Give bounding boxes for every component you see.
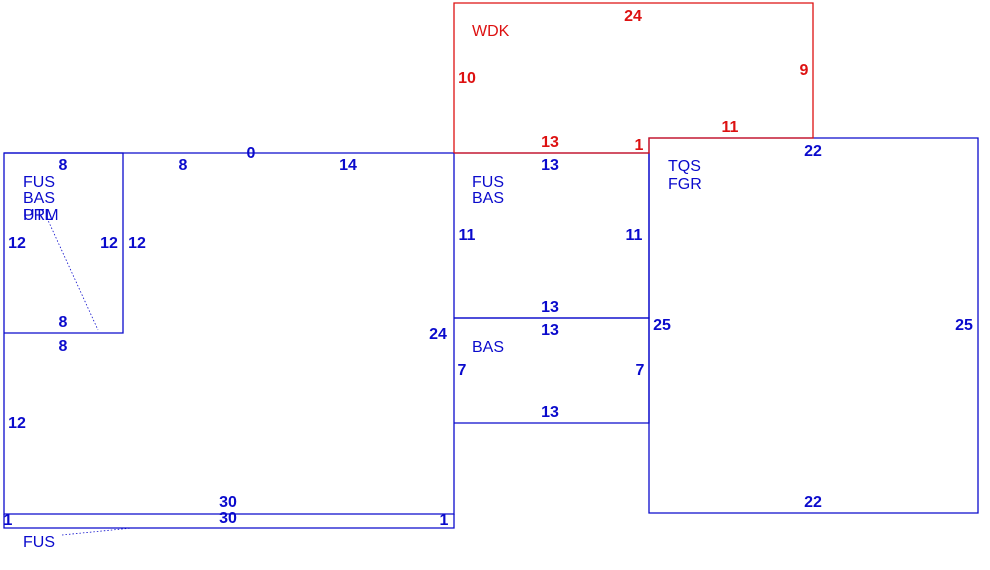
middle-fus-code: FUS xyxy=(472,174,504,191)
bottom-strip-left-dimension: 1 xyxy=(4,512,13,529)
main-area-bottom-dimension: 30 xyxy=(219,494,237,511)
bottom-strip-fus-code: FUS xyxy=(23,534,55,551)
main-area-left-lower-dimension: 12 xyxy=(8,415,26,432)
main-area-top-zero-dimension: 0 xyxy=(247,145,256,162)
small-area-outline xyxy=(4,152,124,334)
middle-fus-left-dimension: 11 xyxy=(459,227,476,244)
utility-leader-line xyxy=(46,217,99,331)
small-area-bas-code: BAS xyxy=(23,190,55,207)
small-area-bottom-inside-dimension: 8 xyxy=(59,314,68,331)
bottom-strip-top-dimension: 30 xyxy=(219,510,237,527)
deck-wdk-code: WDK xyxy=(472,23,510,40)
bottom-strip-right-dimension: 1 xyxy=(440,512,449,529)
deck-right-dimension: 9 xyxy=(800,62,809,79)
garage-outline xyxy=(648,137,979,514)
middle-bas-bottom-dimension: 13 xyxy=(541,404,559,421)
garage-bottom-dimension: 22 xyxy=(804,494,822,511)
middle-bas-code-upper: BAS xyxy=(472,190,504,207)
deck-top-dimension: 24 xyxy=(624,8,642,25)
small-area-left-dimension: 12 xyxy=(8,235,26,252)
middle-fus-right-dimension: 11 xyxy=(626,227,643,244)
small-area-fus-code: FUS xyxy=(23,174,55,191)
middle-bas-top-dimension: 13 xyxy=(541,322,559,339)
middle-bas-right-dimension: 7 xyxy=(636,362,645,379)
middle-bas-left-dimension: 7 xyxy=(458,362,467,379)
small-area-bottom-outside-dimension: 8 xyxy=(59,338,68,355)
main-area-right-dimension: 24 xyxy=(429,326,447,343)
small-area-overlap-code-b: PRM xyxy=(23,207,59,224)
small-area-overlap-code-a: UTL xyxy=(23,207,53,224)
deck-bottom-right-dimension: 11 xyxy=(722,119,739,136)
deck-left-dimension: 10 xyxy=(458,70,476,87)
deck-outline xyxy=(453,2,814,154)
garage-top-dimension: 22 xyxy=(804,143,822,160)
main-area-top-left-dimension: 8 xyxy=(179,157,188,174)
garage-right-dimension: 25 xyxy=(955,317,973,334)
strip-leader-line xyxy=(61,527,133,536)
garage-fgr-code: FGR xyxy=(668,176,702,193)
deck-jog-dimension: 1 xyxy=(635,137,644,154)
small-area-top-dimension: 8 xyxy=(59,157,68,174)
middle-bas-code: BAS xyxy=(472,339,504,356)
deck-bottom-left-dimension: 13 xyxy=(541,134,559,151)
middle-fus-bottom-dimension: 13 xyxy=(541,299,559,316)
main-area-top-right-dimension: 14 xyxy=(339,157,357,174)
garage-left-dimension: 25 xyxy=(653,317,671,334)
garage-tqs-code: TQS xyxy=(668,158,701,175)
middle-fus-top-dimension: 13 xyxy=(541,157,559,174)
small-area-right-outside-dimension: 12 xyxy=(128,235,146,252)
small-area-right-inside-dimension: 12 xyxy=(100,235,118,252)
bottom-strip-outline xyxy=(3,514,455,529)
